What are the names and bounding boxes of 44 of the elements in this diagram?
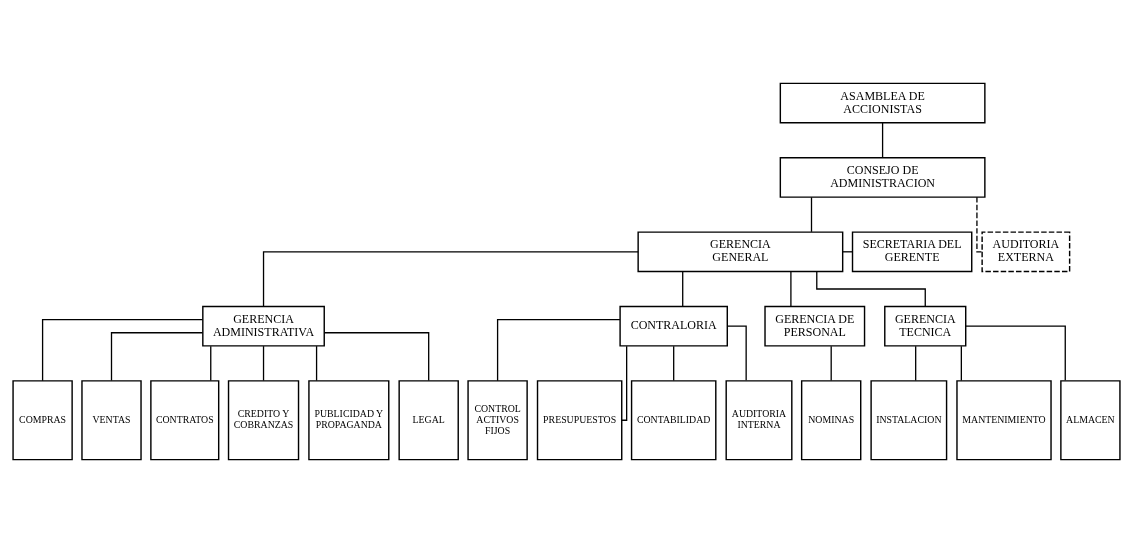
node-box: AUDITORIA INTERNA xyxy=(725,380,793,461)
node-box: CONTRATOS xyxy=(150,380,220,461)
connector xyxy=(816,271,926,307)
node-box: CONTRALORIA xyxy=(619,305,728,347)
node-box: INSTALACION xyxy=(870,380,948,461)
node-box: ASAMBLEA DE ACCIONISTAS xyxy=(779,82,986,124)
node-box: GERENCIA TECNICA xyxy=(884,305,967,347)
node-box: CONTABILIDAD xyxy=(630,380,717,461)
node-box: PUBLICIDAD Y PROPAGANDA xyxy=(308,380,390,461)
connector xyxy=(41,318,204,382)
connector xyxy=(726,325,747,381)
node-box: CONSEJO DE ADMINISTRACION xyxy=(779,157,986,198)
node-box: GERENCIA DE PERSONAL xyxy=(764,305,866,347)
connector xyxy=(621,345,628,421)
node-box: SECRETARIA DEL GERENTE xyxy=(851,231,973,273)
connector xyxy=(915,345,917,382)
node-box: MANTENIMIENTO xyxy=(956,380,1052,461)
connector xyxy=(810,196,813,233)
node-box: CONTROL ACTIVOS FIJOS xyxy=(467,380,528,461)
node-box: PRESUPUESTOS xyxy=(536,380,623,461)
connector xyxy=(790,271,792,307)
connector xyxy=(830,345,832,382)
node-box: AUDITORIA EXTERNA xyxy=(981,231,1071,273)
node-box: COMPRAS xyxy=(12,380,73,461)
node-box: VENTAS xyxy=(81,380,142,461)
connector xyxy=(110,332,204,382)
node-box: GERENCIA GENERAL xyxy=(637,231,844,273)
node-box: ALMACEN xyxy=(1060,380,1121,461)
connector xyxy=(976,196,983,253)
connector xyxy=(965,325,1066,381)
connector xyxy=(210,345,212,382)
connector xyxy=(960,345,962,382)
node-box: CREDITO Y COBRANZAS xyxy=(227,380,300,461)
connector xyxy=(673,345,675,382)
connector xyxy=(262,345,265,382)
node-box: LEGAL xyxy=(398,380,459,461)
connector xyxy=(262,251,639,307)
connector xyxy=(496,318,621,382)
connector xyxy=(315,345,318,382)
connector xyxy=(323,332,430,382)
connector xyxy=(682,271,684,307)
connector xyxy=(881,122,884,159)
node-box: NOMINAS xyxy=(800,380,862,461)
node-box: GERENCIA ADMINISTRATIVA xyxy=(202,305,325,347)
